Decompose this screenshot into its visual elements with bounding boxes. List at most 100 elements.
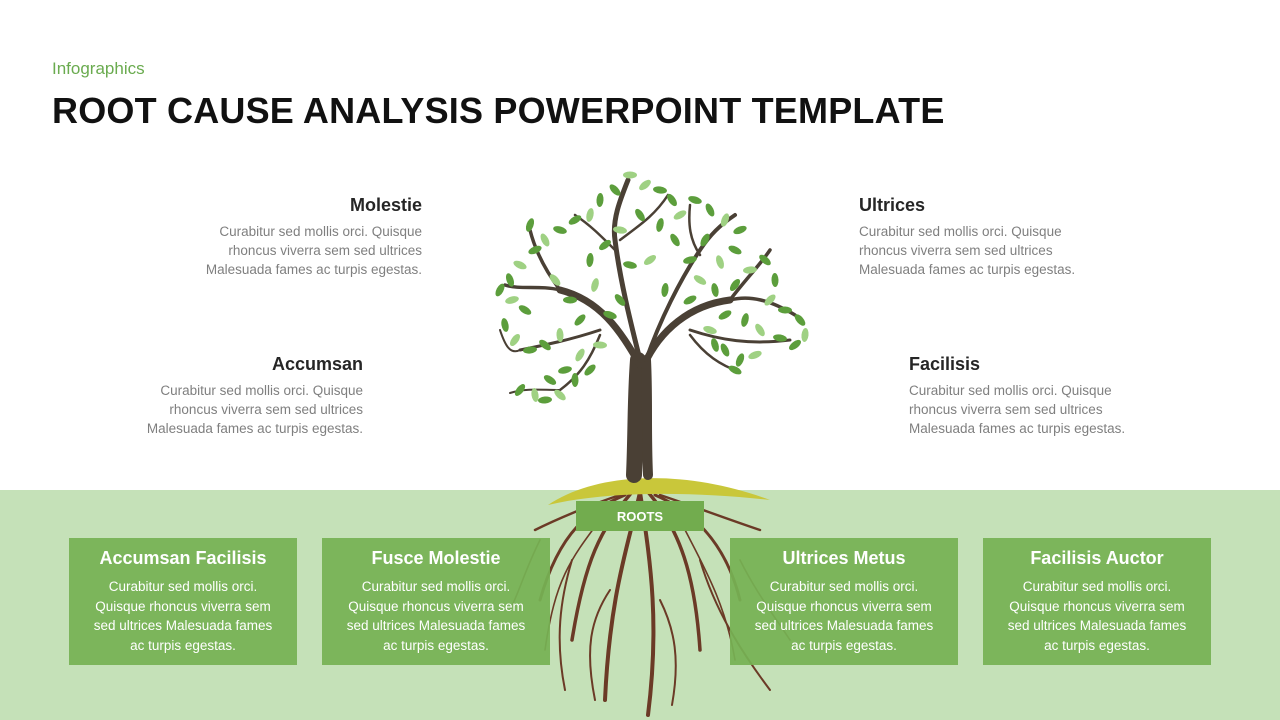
callout-accumsan: Accumsan Curabitur sed mollis orci. Quis… [63,354,363,438]
leaf [505,296,519,304]
leaf [693,275,707,285]
callout-ultrices: Ultrices Curabitur sed mollis orci. Quis… [859,195,1159,279]
leaf [613,226,627,234]
leaf [703,326,717,334]
leaf [528,245,542,255]
root-box-text: Curabitur sed mollis orci. Quisque rhonc… [69,577,297,655]
callout-text: Curabitur sed mollis orci. Quisque rhonc… [859,222,1159,279]
leaf [609,184,621,196]
root-box-text: Curabitur sed mollis orci. Quisque rhonc… [730,577,958,655]
root-box-fusce-molestie: Fusce Molestie Curabitur sed mollis orci… [322,538,550,665]
leaf [584,364,596,376]
callout-line: Malesuada fames ac turpis egestas. [205,262,422,277]
leaf [568,215,582,225]
root-box-line: ac turpis egestas. [1044,637,1150,653]
leaf [593,341,607,349]
leaf [653,186,667,194]
root-box-line: Curabitur sed mollis orci. [769,579,919,594]
root-box-line: Quisque rhoncus viverra sem [1009,598,1185,614]
root-box-accumsan-facilisis: Accumsan Facilisis Curabitur sed mollis … [69,538,297,665]
root-box-line: sed ultrices Malesuada fames [93,618,273,633]
leaf [575,348,585,362]
callout-line: rhoncus viverra sem sed ultrices [228,243,422,258]
leaf [623,261,637,269]
callout-line: Curabitur sed mollis orci. Quisque [909,383,1112,398]
callout-title: Ultrices [859,195,926,215]
leaf [558,366,572,374]
root-box-text: Curabitur sed mollis orci. Quisque rhonc… [983,577,1211,655]
leaf [688,196,702,204]
root-box-title: Accumsan Facilisis [99,548,267,568]
root-box-text: Curabitur sed mollis orci. Quisque rhonc… [322,577,550,655]
leaf [540,233,550,247]
leaf [599,239,611,251]
leaf [505,273,515,287]
leaf [549,274,561,286]
callout-line: rhoncus viverra sem sed ultrices [859,243,1053,258]
leaf [718,310,732,320]
callout-title: Accumsan [271,354,363,374]
root-box-line: ac turpis egestas. [383,637,489,653]
leaf [711,338,719,352]
leaf [667,193,677,207]
leaf [771,273,779,287]
leaf [741,313,749,327]
leaf [683,256,697,264]
leaf [513,260,527,270]
leaf [735,353,745,367]
slide-title: ROOT CAUSE ANALYSIS POWERPOINT TEMPLATE [52,90,945,131]
leaf [603,310,617,320]
leaf [523,346,537,354]
slide-subtitle: Infographics [52,59,145,78]
leaf [591,278,599,292]
leaf [635,208,645,222]
root-box-line: sed ultrices Malesuada fames [1007,618,1187,633]
callout-line: rhoncus viverra sem sed ultrices [909,402,1103,417]
leaf [643,255,657,265]
root-box-line: sed ultrices Malesuada fames [346,618,526,633]
leaf [801,328,809,342]
leaf [764,294,776,306]
leaf [639,179,651,191]
leaf [720,343,730,357]
callout-line: rhoncus viverra sem sed ultrices [169,402,363,417]
leaf [614,294,626,306]
leaf [759,254,771,266]
callout-text: Curabitur sed mollis orci. Quisque rhonc… [909,381,1209,438]
leaf [743,266,757,274]
leaf [571,373,579,387]
leaf [728,245,742,255]
leaves-group [495,171,809,404]
callout-text: Curabitur sed mollis orci. Quisque rhonc… [122,222,422,279]
leaf [720,213,730,227]
leaf [556,328,564,342]
callout-text: Curabitur sed mollis orci. Quisque rhonc… [63,381,363,438]
leaf [778,306,792,314]
leaf [543,375,557,385]
leaf [539,339,551,351]
root-box-line: sed ultrices Malesuada fames [754,618,934,633]
callout-facilisis: Facilisis Curabitur sed mollis orci. Qui… [909,354,1209,438]
leaf [755,323,765,337]
leaf [563,296,577,304]
leaf [794,314,806,326]
root-box-line: Quisque rhoncus viverra sem [348,598,524,614]
root-box-line: ac turpis egestas. [791,637,897,653]
callout-line: Curabitur sed mollis orci. Quisque [160,383,363,398]
leaf [729,279,741,291]
leaf [553,226,567,234]
callout-molestie: Molestie Curabitur sed mollis orci. Quis… [122,195,422,279]
leaf [789,339,801,351]
root-box-facilisis-auctor: Facilisis Auctor Curabitur sed mollis or… [983,538,1211,665]
callout-title: Facilisis [909,354,981,374]
leaf [670,233,680,247]
callout-title: Molestie [349,195,422,215]
leaf [748,350,762,360]
leaf [683,295,697,305]
leaf [623,171,637,179]
leaf [705,203,715,217]
trunk-and-branches [499,177,797,483]
leaf [773,334,787,342]
leaf [733,225,747,235]
leaf [495,283,505,297]
